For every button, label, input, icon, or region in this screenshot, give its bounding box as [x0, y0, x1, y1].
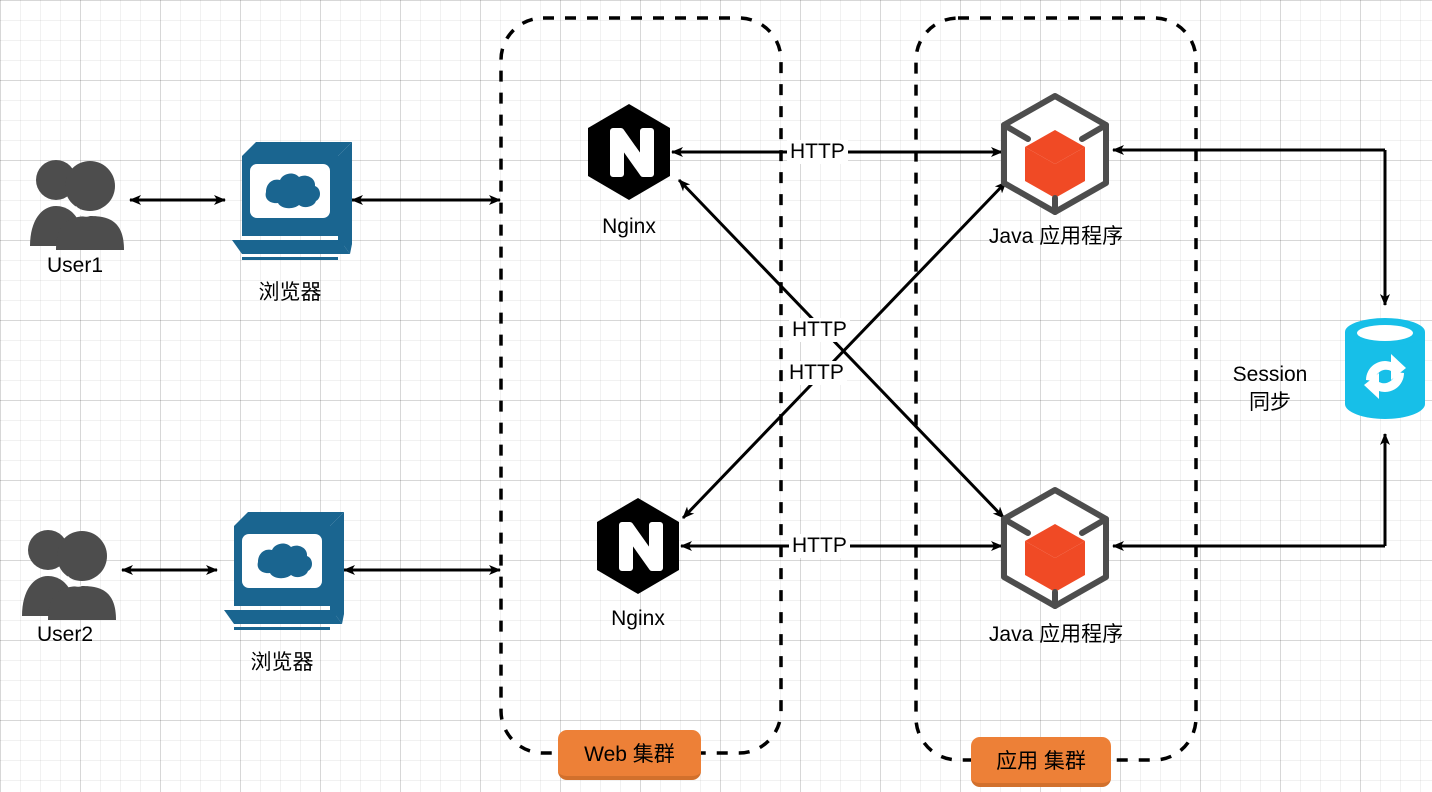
browser-icon [232, 142, 352, 260]
database-sync-icon [1345, 318, 1425, 419]
edge-nginx1-java2 [677, 178, 1006, 520]
users-icon [22, 530, 116, 620]
edge-label-http-mid-upper: HTTP [789, 318, 850, 342]
edge-label-http-bottom: HTTP [789, 534, 850, 558]
node-label-browser2: 浏览器 [250, 651, 314, 674]
node-label-java1: Java 应用程序 [988, 225, 1124, 248]
edge-label-http-top: HTTP [787, 140, 848, 164]
cluster-badge-app: 应用 集群 [971, 737, 1111, 787]
edge-nginx2-java1 [681, 180, 1008, 520]
cluster-badge-web: Web 集群 [558, 730, 701, 780]
edge-label-http-mid-lower: HTTP [786, 361, 847, 385]
node-label-nginx1: Nginx [602, 215, 656, 238]
node-label-session-line2: 同步 [1249, 391, 1291, 414]
node-label-session-line1: Session [1232, 363, 1308, 386]
node-label-browser1: 浏览器 [258, 281, 322, 304]
node-label-user2: User2 [36, 623, 94, 646]
cluster-web-boundary [499, 16, 783, 755]
node-label-nginx2: Nginx [611, 607, 665, 630]
cube-icon [1001, 93, 1109, 215]
node-label-java2: Java 应用程序 [988, 623, 1124, 646]
nginx-icon [597, 498, 679, 594]
nginx-icon [588, 104, 670, 200]
node-label-user1: User1 [46, 254, 104, 277]
browser-icon [224, 512, 344, 630]
cube-icon [1001, 487, 1109, 609]
users-icon [30, 160, 124, 250]
